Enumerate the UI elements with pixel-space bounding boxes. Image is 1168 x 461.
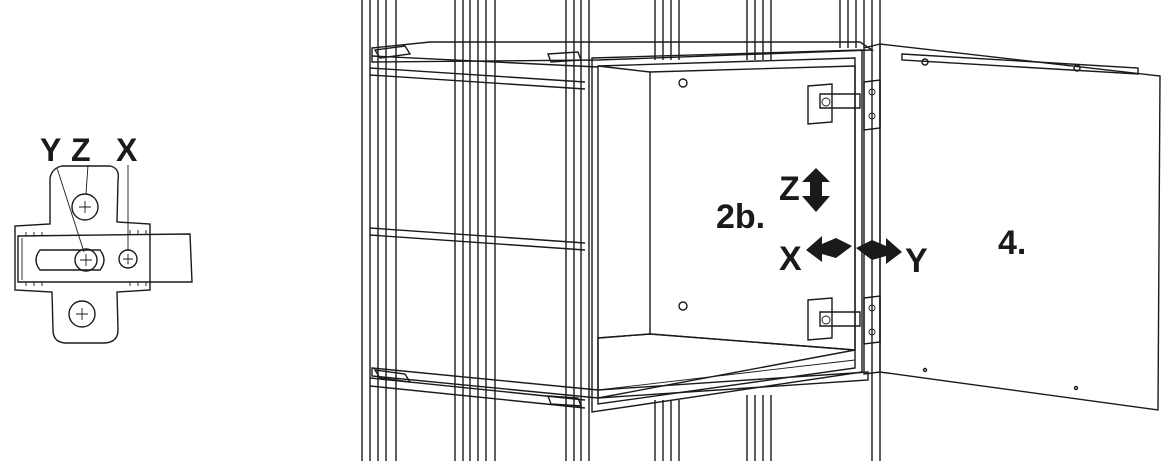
step-label-door: 4. bbox=[998, 224, 1026, 262]
axis-label-y: Y bbox=[905, 242, 928, 280]
wire-frame bbox=[361, 0, 881, 461]
z-axis-arrow-icon bbox=[802, 168, 830, 212]
cabinet-door bbox=[863, 43, 1161, 411]
hinge-label-x: X bbox=[116, 132, 138, 168]
hinge-detail: Y Z X bbox=[14, 132, 193, 344]
hinge-label-y: Y bbox=[40, 132, 61, 168]
cabinet-box bbox=[591, 49, 863, 413]
hinge-label-z: Z bbox=[71, 132, 91, 168]
axis-label-x: X bbox=[779, 240, 802, 278]
screw-bottom bbox=[68, 300, 96, 328]
y-axis-arrow-icon bbox=[856, 238, 902, 264]
screw-y bbox=[74, 248, 98, 272]
screw-top bbox=[71, 193, 99, 221]
hinge-bottom bbox=[807, 295, 881, 345]
step-label-adjust: 2b. bbox=[716, 198, 765, 236]
x-axis-arrow-icon bbox=[806, 236, 852, 262]
screw-x bbox=[118, 249, 138, 269]
hinge-top bbox=[807, 79, 881, 131]
axis-label-z: Z bbox=[779, 170, 800, 208]
